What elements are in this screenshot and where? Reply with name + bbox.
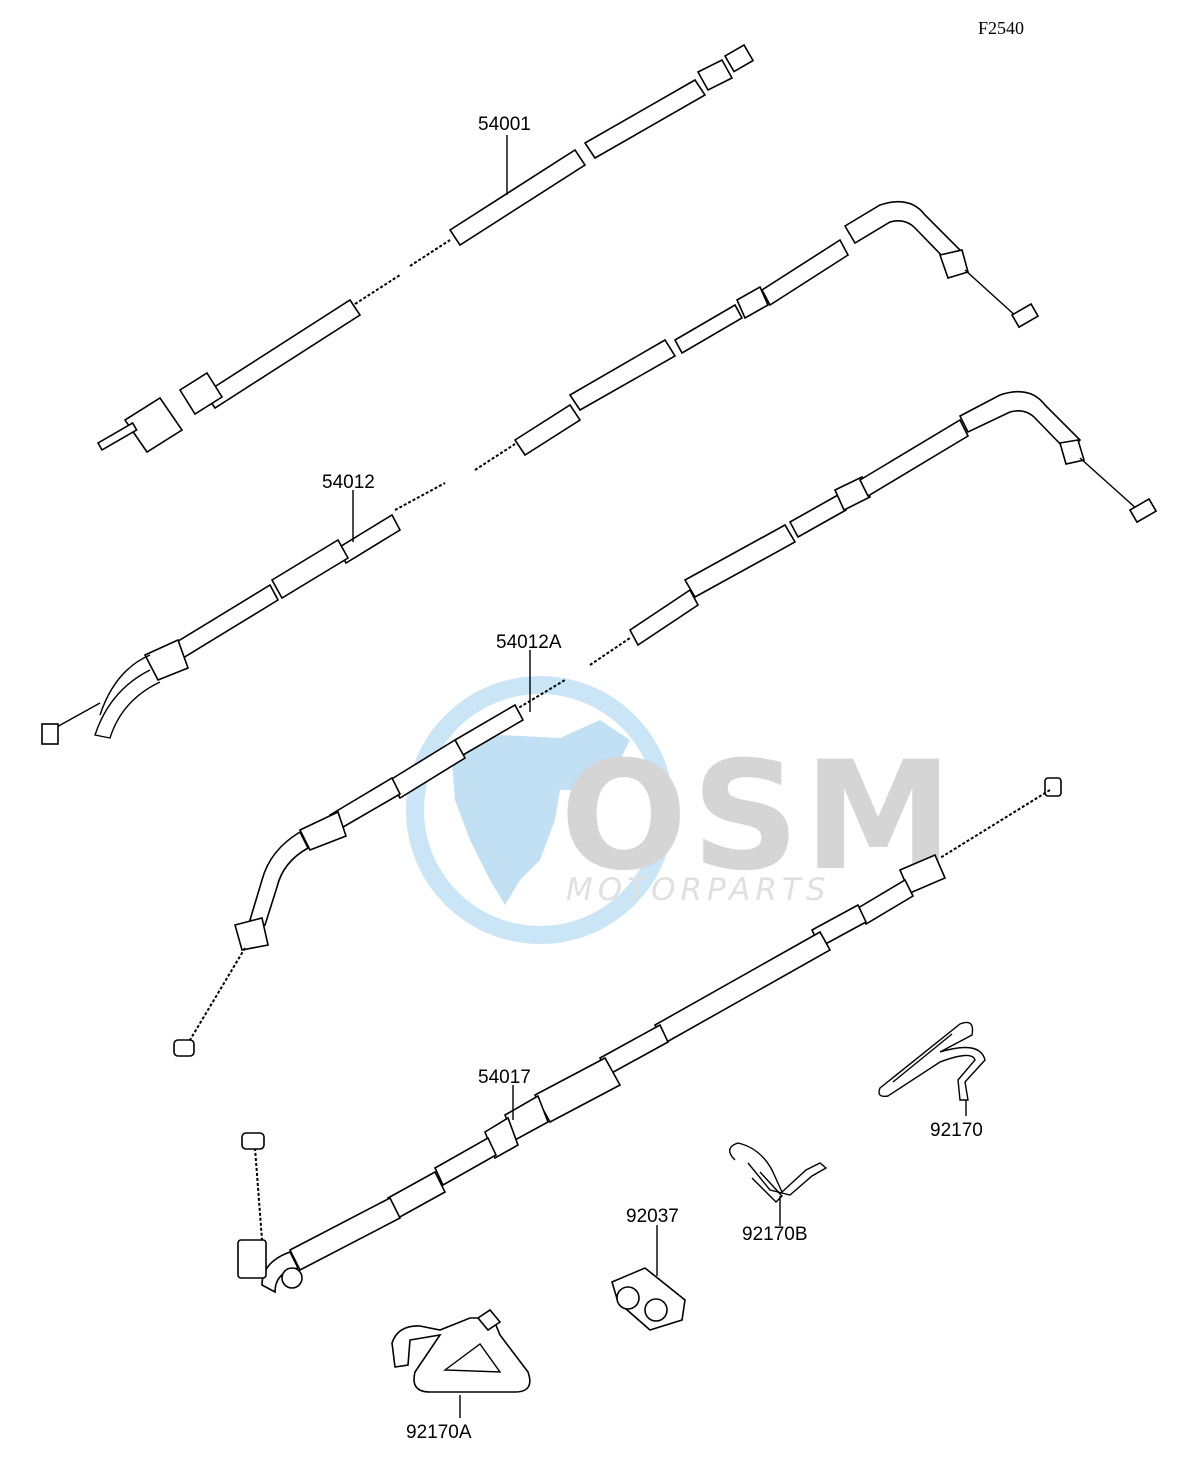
- throttle-cable-upper-right: [589, 390, 1158, 666]
- figure-code: F2540: [978, 18, 1024, 38]
- watermark-brand: OSM: [560, 730, 957, 904]
- part-label-54017: 54017: [478, 1067, 531, 1088]
- watermark: MOTORPARTS OSM: [406, 676, 957, 944]
- watermark-tagline: MOTORPARTS: [566, 872, 831, 908]
- clip-92170a: [391, 1308, 531, 1418]
- clamp-92037: [611, 1225, 686, 1331]
- clip-92170b: [729, 1142, 828, 1226]
- clip-92170: [878, 1021, 986, 1116]
- part-label-92170a: 92170A: [406, 1422, 472, 1443]
- throttle-cable-lower: [173, 650, 566, 1057]
- watermark-globe-icon: [406, 676, 674, 944]
- part-label-54012: 54012: [322, 472, 375, 493]
- clutch-cable: [237, 777, 1062, 1294]
- part-label-54001: 54001: [478, 114, 531, 135]
- part-label-92037: 92037: [626, 1206, 679, 1227]
- throttle-cable-upper: [41, 200, 1040, 745]
- part-label-92170: 92170: [930, 1120, 983, 1141]
- speedometer-cable: [96, 43, 755, 454]
- part-label-54012a: 54012A: [496, 632, 562, 653]
- watermark-continents-icon: [452, 720, 630, 905]
- part-label-92170b: 92170B: [742, 1224, 808, 1245]
